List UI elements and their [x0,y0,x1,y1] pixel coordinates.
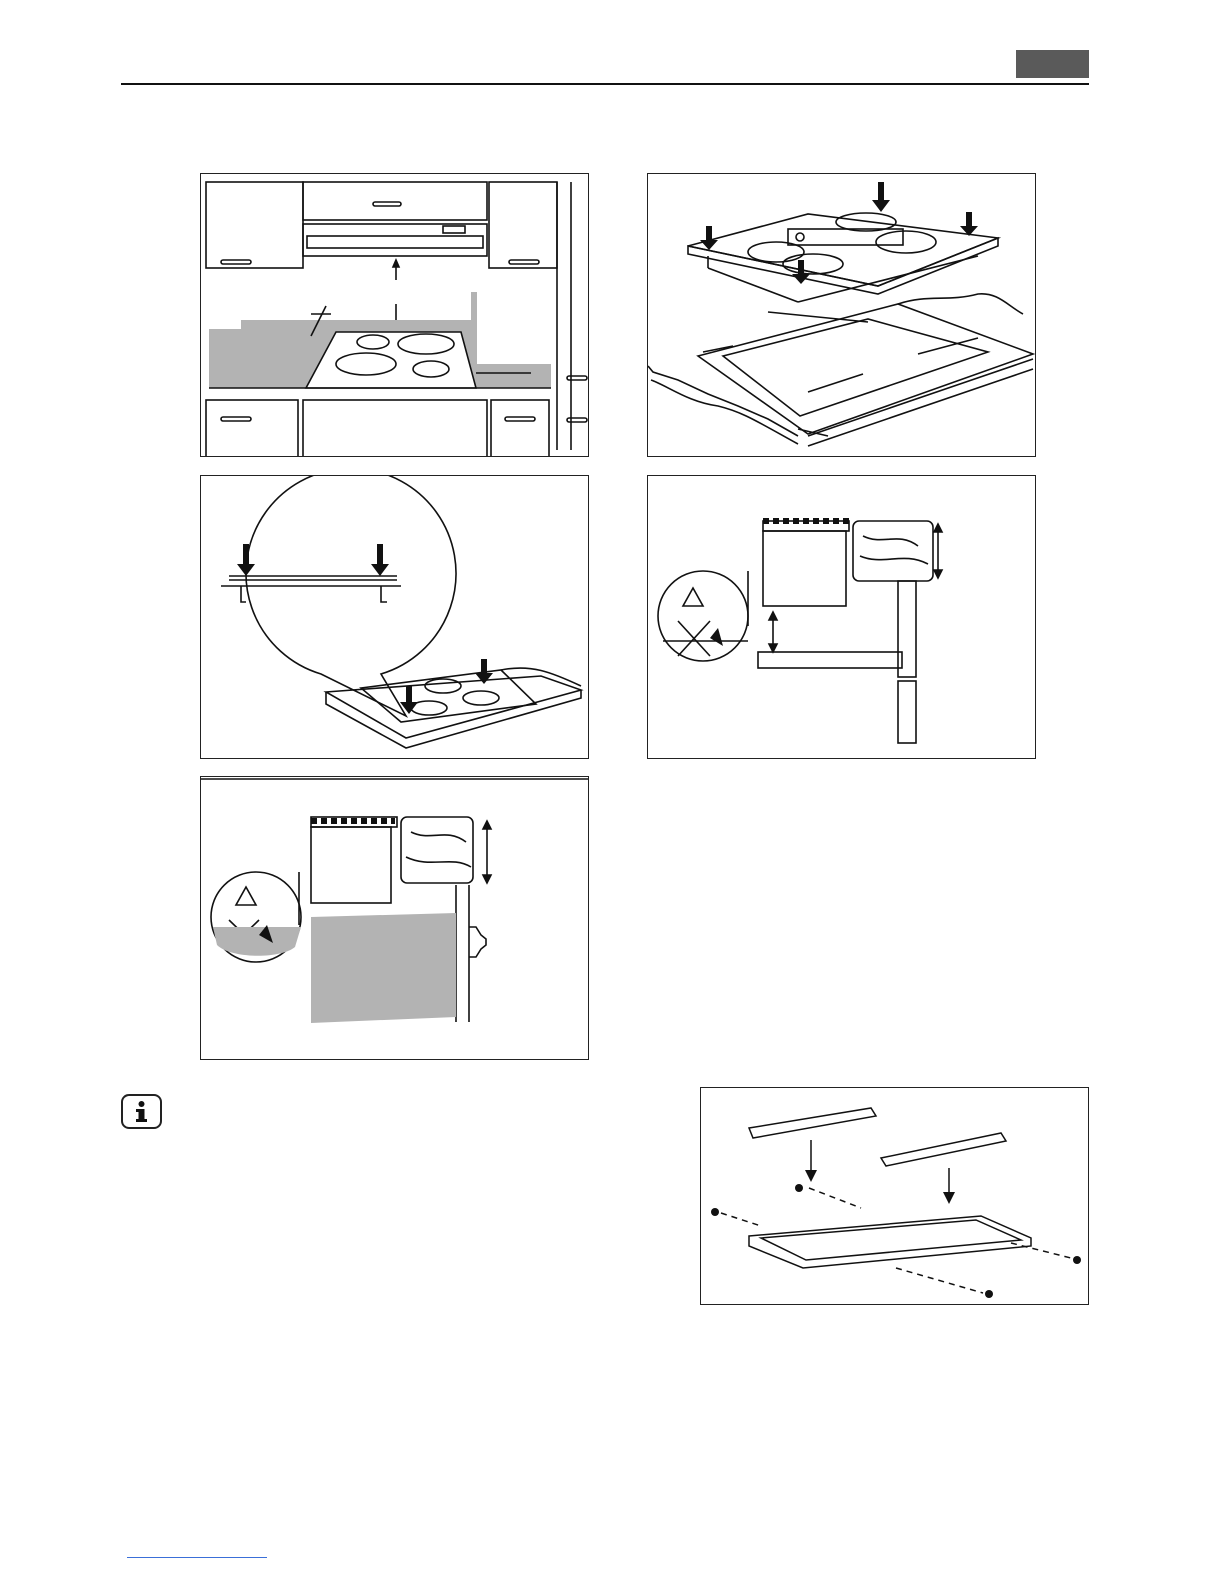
kitchen-layout-illustration [201,174,589,457]
seal-magnifier-illustration [201,476,589,759]
drawer-clearance-illustration [648,476,1036,759]
figure-seal-detail [200,475,589,759]
footer-link-underline [127,1557,267,1558]
hob-cutout-illustration [648,174,1036,457]
figure-oven-gap-warning [200,776,589,1060]
figure-cutout-dimensions [647,173,1036,457]
figure-kitchen-installation [200,173,589,457]
figure-bracket-assembly [700,1087,1089,1305]
oven-clearance-illustration [201,777,589,1060]
language-tab [1016,50,1089,78]
figure-drawer-gap-warning [647,475,1036,759]
info-icon [121,1094,162,1129]
header-rule [121,83,1089,85]
bracket-assembly-illustration [701,1088,1089,1305]
